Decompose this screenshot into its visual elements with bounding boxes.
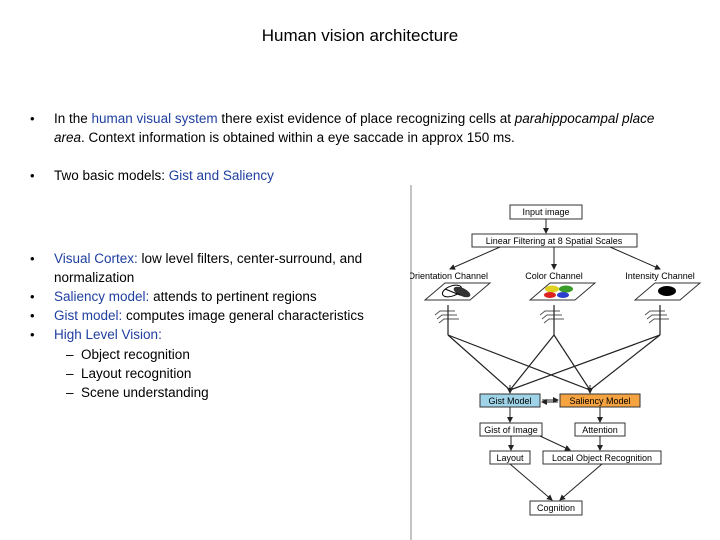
bullet-6-label: High Level Vision:: [54, 327, 162, 342]
sub-bullet: – Layout recognition: [66, 366, 192, 381]
local-object-recognition-label: Local Object Recognition: [552, 453, 652, 463]
bullet-4-text: attends to pertinent regions: [149, 289, 317, 304]
slide-title: Human vision architecture: [261, 26, 459, 45]
bullet-1: In the human visual system there exist e…: [54, 109, 674, 147]
bullet-3-label: Visual Cortex:: [54, 251, 138, 266]
bullet-1-text: In the: [54, 111, 92, 126]
bullet-3-text: low level filters, center-surround, and …: [54, 251, 363, 285]
sub-bullet-text: Layout recognition: [81, 366, 192, 381]
bullet-1-italic: parahippocampal place area: [54, 111, 655, 145]
bullet-dot: •: [30, 251, 35, 266]
gist-model-label: Gist Model: [488, 396, 531, 406]
bullet-3: Visual Cortex: low level filters, center…: [54, 249, 409, 287]
bullet-dot: •: [30, 308, 35, 323]
color-channel-label: Color Channel: [525, 271, 583, 281]
linear-filtering-label: Linear Filtering at 8 Spatial Scales: [486, 236, 623, 246]
bullet-6: High Level Vision:: [54, 325, 409, 344]
cognition-label: Cognition: [537, 503, 575, 513]
layout-label: Layout: [496, 453, 524, 463]
sub-bullet-text: Object recognition: [81, 347, 190, 362]
bullet-2-highlight: Gist and Saliency: [168, 168, 274, 183]
bullet-dot: •: [30, 168, 35, 183]
bullet-5-label: Gist model:: [54, 308, 123, 323]
saliency-model-label: Saliency Model: [569, 396, 630, 406]
bullet-dot: •: [30, 327, 35, 342]
orientation-channel-label: Orientation Channel: [410, 271, 488, 281]
vision-architecture-diagram: Input image Linear Filtering at 8 Spatia…: [410, 185, 702, 540]
sub-bullet-text: Scene understanding: [81, 385, 209, 400]
bullet-5: Gist model: computes image general chara…: [54, 306, 409, 325]
attention-label: Attention: [582, 425, 618, 435]
gist-of-image-label: Gist of Image: [484, 425, 538, 435]
sub-bullet: – Object recognition: [66, 347, 190, 362]
bullet-dot: •: [30, 289, 35, 304]
input-image-label: Input image: [522, 207, 569, 217]
intensity-channel-label: Intensity Channel: [625, 271, 695, 281]
bullet-1-text-end: . Context information is obtained within…: [81, 130, 515, 145]
bullet-5-text: computes image general characteristics: [122, 308, 364, 323]
sub-bullet: – Scene understanding: [66, 385, 209, 400]
bullet-4: Saliency model: attends to pertinent reg…: [54, 287, 409, 306]
bullet-4-label: Saliency model:: [54, 289, 150, 304]
bullet-1-text-mid: there exist evidence of place recognizin…: [217, 111, 515, 126]
cognition-box: [529, 500, 583, 516]
bullet-dot: •: [30, 111, 35, 126]
bullet-2: Two basic models: Gist and Saliency: [54, 166, 409, 185]
bullet-1-highlight: human visual system: [91, 111, 218, 126]
bullet-2-text: Two basic models:: [54, 168, 169, 183]
